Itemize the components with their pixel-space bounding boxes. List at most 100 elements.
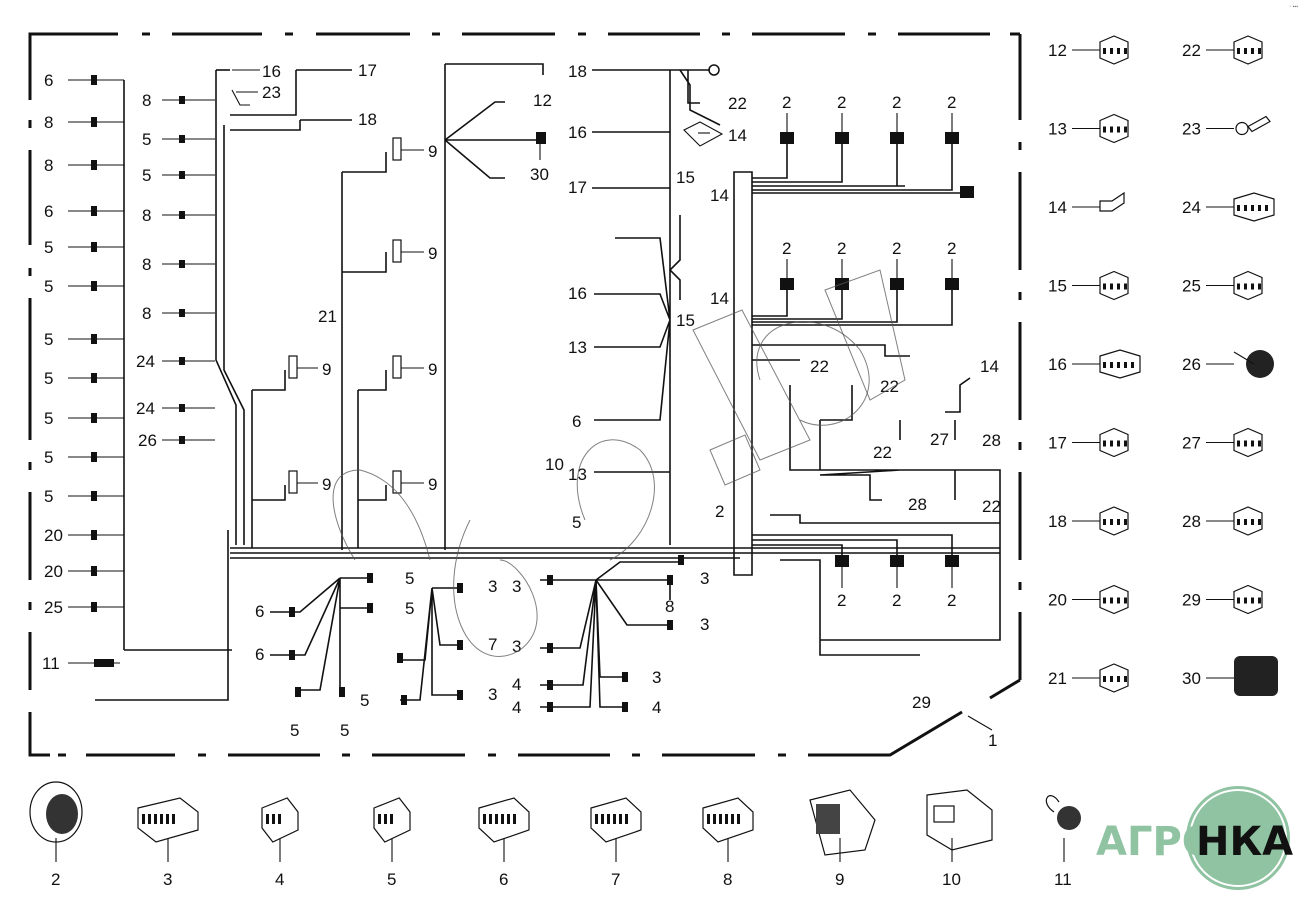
callout-top-9: 14 [728, 126, 747, 145]
connector-mark [179, 211, 185, 219]
part-24-12-pin-connector: 24 [1182, 192, 1275, 222]
part-11-round-plug-with-cap: 11 [1045, 795, 1081, 889]
part-7-16-pin-connector: 7 [590, 797, 642, 889]
wire-layer [95, 63, 1001, 712]
callout-top-21: 2 [715, 502, 724, 521]
part-number: 4 [275, 870, 284, 889]
callout-fan-15: 4 [512, 675, 521, 694]
connector-mark [94, 659, 114, 667]
callout-right-4: 27 [930, 430, 949, 449]
callout-label: 5 [44, 238, 53, 257]
callout-label: 2 [892, 93, 901, 112]
part-29-box-connector: 29 [1182, 584, 1263, 615]
callout-layer: 6886555555520202511855888242426162317181… [42, 61, 1001, 740]
assembly-callout: 1 [967, 715, 997, 750]
callout-label: 20 [44, 526, 63, 545]
callout-right-5: 28 [982, 431, 1001, 450]
part-number: 3 [163, 870, 172, 889]
callout-fan-13: 3 [700, 569, 709, 588]
callout-left-7: 5 [44, 369, 124, 388]
callout-left-1: 8 [44, 113, 124, 132]
callout-fan-2: 6 [255, 602, 264, 621]
ecu-connector-callout-0: 9 [392, 137, 437, 161]
callout-fan-10: 3 [512, 577, 521, 596]
callout-top-11: 15 [676, 168, 695, 187]
callout-left-14: 11 [42, 654, 120, 673]
fan-connector [457, 583, 463, 593]
part-number: 23 [1182, 120, 1201, 139]
ecu-connector-callout-3: 9 [392, 355, 437, 379]
connector-mark [179, 135, 185, 143]
callout-label: 5 [142, 166, 151, 185]
logo-text-left: АГРО [1096, 819, 1216, 865]
ecu-connector-callout-5: 9 [392, 470, 437, 494]
callout-right-6: 28 [908, 495, 927, 514]
callout-label: 20 [44, 562, 63, 581]
part-17-8-pin-connector: 17 [1048, 427, 1129, 458]
callout-left-9: 5 [44, 448, 124, 467]
callout-label: 2 [947, 591, 956, 610]
part-number: 25 [1182, 277, 1201, 296]
connector-2-callout-8: 2 [835, 555, 849, 610]
connector-2-callout-3: 2 [945, 93, 959, 144]
callout-second-1: 5 [142, 130, 215, 149]
callout-left-3: 6 [44, 202, 124, 221]
callout-label: 2 [837, 239, 846, 258]
callout-left-10: 5 [44, 487, 124, 506]
part-8-10-pin-connector: 8 [702, 797, 754, 889]
callout-label: 25 [44, 598, 63, 617]
part-2-round-multi-pin-connector: 2 [29, 781, 83, 889]
fan-connector [678, 555, 684, 565]
callout-top-2: 17 [358, 61, 377, 80]
part-number: 18 [1048, 512, 1067, 531]
callout-left-6: 5 [44, 330, 124, 349]
callout-fan-14: 3 [700, 615, 709, 634]
part-5-small-6-pin-connector: 5 [373, 797, 411, 889]
ecu-connector-callout-4: 9 [288, 470, 331, 494]
part-number: 9 [835, 870, 844, 889]
callout-right-2: 22 [873, 443, 892, 462]
callout-label: 11 [42, 654, 60, 673]
connector-mark [91, 206, 97, 216]
logo-ring [1189, 789, 1287, 887]
part-number: 11 [1054, 870, 1072, 889]
callout-top-10: 17 [568, 178, 587, 197]
callout-top-13: 14 [710, 289, 729, 308]
callout-second-8: 26 [138, 431, 215, 450]
part-number: 17 [1048, 434, 1067, 453]
fan-connector [457, 640, 463, 650]
fan-connector [547, 643, 553, 653]
connector-2-callout-1: 2 [835, 93, 849, 144]
callout-label: 5 [44, 448, 53, 467]
callout-fan-1: 5 [405, 599, 414, 618]
connector-mark [179, 357, 185, 365]
connector-mark [91, 413, 97, 423]
part-3-24-pin-connector: 3 [137, 797, 199, 889]
callout-label: 24 [136, 399, 155, 418]
connector-2-callout-0: 2 [780, 93, 794, 144]
callout-fan-8: 5 [340, 721, 349, 740]
callout-left-2: 8 [44, 156, 124, 175]
callout-right-8: 29 [912, 693, 931, 712]
part-14-spade-terminal: 14 [1048, 191, 1125, 217]
callout-second-0: 8 [142, 91, 215, 110]
callout-label: 2 [837, 93, 846, 112]
part-number: 30 [1182, 669, 1201, 688]
callout-label: 24 [136, 352, 155, 371]
part-25-sealed-flat-connector: 25 [1182, 270, 1263, 301]
part-number: 15 [1048, 277, 1067, 296]
callout-label: 9 [428, 360, 437, 379]
part-number: 22 [1182, 41, 1201, 60]
connector-mark [179, 404, 185, 412]
connector-mark [179, 96, 185, 104]
callout-label: 5 [44, 369, 53, 388]
callout-top-22: 21 [318, 307, 337, 326]
callout-label: 2 [947, 239, 956, 258]
callout-label: 2 [837, 591, 846, 610]
callout-top-19: 10 [545, 455, 564, 474]
connector-2-callout-7: 2 [945, 239, 959, 290]
part-number: 28 [1182, 512, 1201, 531]
fan-connector [667, 575, 673, 585]
callout-fan-6: 3 [488, 685, 497, 704]
